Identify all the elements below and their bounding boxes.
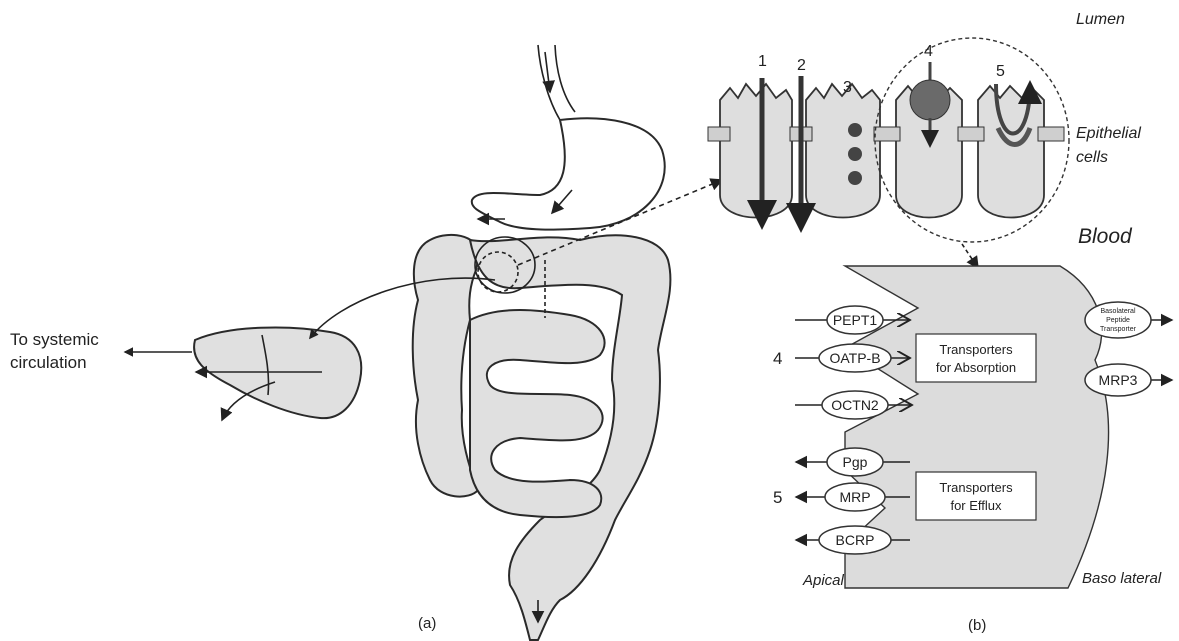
efflux-route-marker: 5	[773, 488, 782, 507]
baso-peptide-line1: Basolateral	[1100, 308, 1135, 315]
blood-label: Blood	[1078, 225, 1133, 248]
route-number-1: 1	[758, 53, 767, 70]
small-intestine	[470, 310, 605, 517]
pept1-label: PEPT1	[833, 312, 878, 328]
basolateral-label: Baso lateral	[1082, 570, 1162, 587]
absorption-box-line2: for Absorption	[936, 360, 1016, 375]
tight-junction	[1038, 127, 1064, 141]
route-number-3: 3	[843, 79, 852, 96]
tight-junction	[874, 127, 900, 141]
oatp-b-label: OATP-B	[829, 350, 880, 366]
absorption-route-marker: 4	[773, 349, 782, 368]
baso-peptide-line2: Peptide	[1106, 317, 1130, 324]
vesicle	[848, 147, 862, 161]
gi-tract-illustration	[125, 45, 722, 640]
bcrp-label: BCRP	[836, 532, 875, 548]
systemic-label-line2: circulation	[10, 353, 87, 372]
pgp-label: Pgp	[843, 454, 868, 470]
lumen-label: Lumen	[1076, 11, 1125, 28]
efflux-box-line1: Transporters	[939, 480, 1013, 495]
octn2-label: OCTN2	[831, 397, 879, 413]
vesicle	[848, 123, 862, 137]
epithelial-label-line2: cells	[1076, 149, 1108, 166]
tight-junction	[958, 127, 984, 141]
mrp3-label: MRP3	[1099, 372, 1138, 388]
baso-peptide-line3: Transporter	[1100, 326, 1137, 333]
epithelial-cell-1	[720, 84, 792, 218]
tight-junction	[708, 127, 730, 141]
absorption-box-line1: Transporters	[939, 342, 1013, 357]
liver	[194, 327, 361, 418]
epithelial-cell-2	[806, 84, 880, 218]
route-number-2: 2	[797, 57, 806, 74]
panel-a-caption: (a)	[418, 615, 436, 632]
panel-b-caption: (b)	[968, 617, 986, 634]
route-number-5: 5	[996, 63, 1005, 80]
mrp-label: MRP	[839, 489, 870, 505]
epithelial-cell-4	[978, 86, 1044, 218]
route-number-4: 4	[924, 43, 933, 60]
stomach	[472, 118, 665, 229]
systemic-label-line1: To systemic	[10, 330, 99, 349]
vesicle	[848, 171, 862, 185]
epithelial-layer	[708, 38, 1069, 268]
efflux-box-line2: for Efflux	[950, 498, 1002, 513]
epithelial-label-line1: Epithelial	[1076, 125, 1141, 142]
apical-label: Apical	[802, 572, 845, 589]
route-4-carrier	[910, 80, 950, 120]
